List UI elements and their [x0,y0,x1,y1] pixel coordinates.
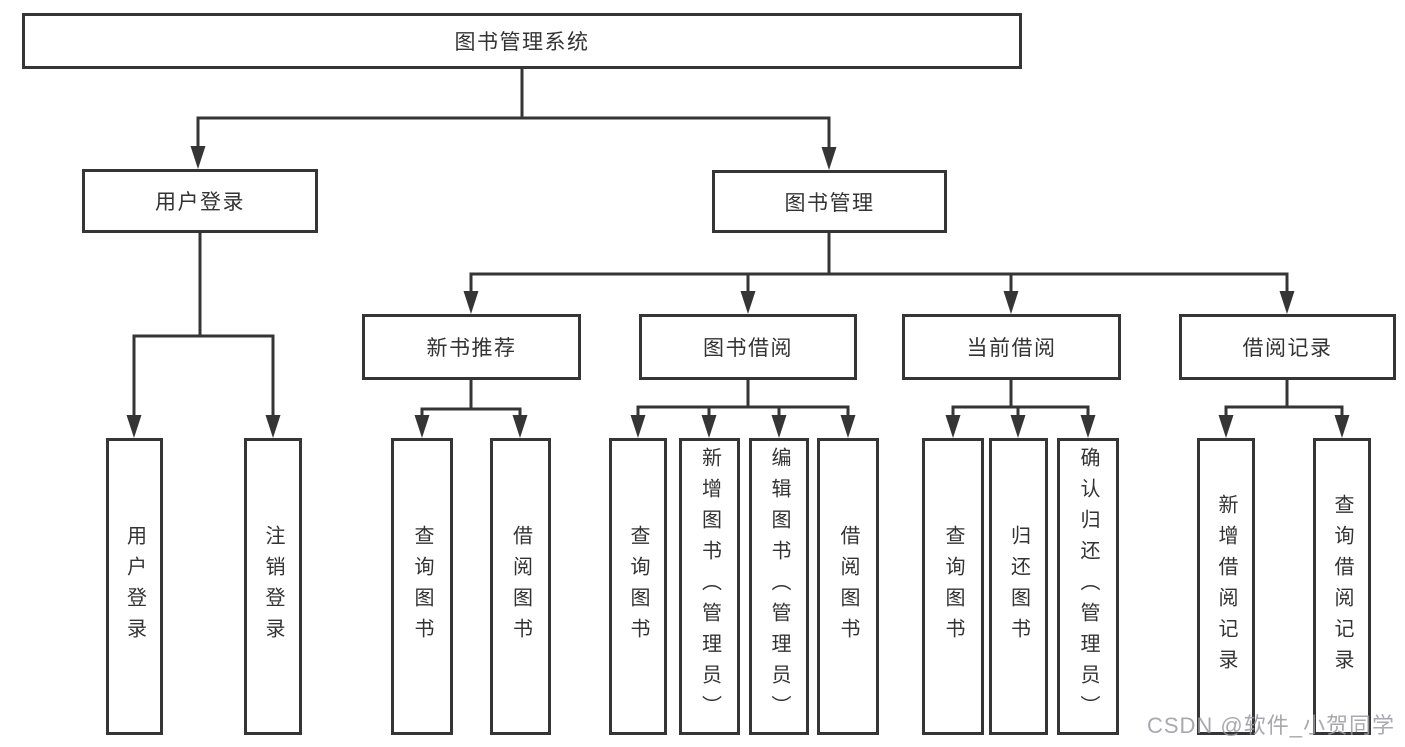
leaf-query-book-newrec-label: 查询图书 [411,524,433,649]
leaf-query-borrow-record: 查询借阅记录 [1313,438,1371,735]
node-user-login-label: 用户登录 [155,191,245,214]
node-book-borrow-label: 图书借阅 [703,337,793,360]
leaf-query-book-newrec: 查询图书 [391,438,453,735]
leaf-confirm-return-admin-label: 确认归还（管理员） [1077,447,1099,726]
leaf-user-login: 用户登录 [106,438,163,735]
leaf-logout-login-label: 注销登录 [262,524,284,649]
leaf-confirm-return-admin: 确认归还（管理员） [1057,438,1119,735]
leaf-edit-book-admin: 编辑图书（管理员） [749,438,809,735]
leaf-borrow-book-newrec-label: 借阅图书 [509,524,532,649]
leaf-add-borrow-record: 新增借阅记录 [1197,438,1255,735]
leaf-return-book: 归还图书 [989,438,1048,735]
watermark: CSDN @软件_小贺同学 [1146,713,1395,738]
node-borrow-record-label: 借阅记录 [1242,337,1333,360]
node-current-borrow-label: 当前借阅 [966,337,1057,360]
leaf-add-book-admin: 新增图书（管理员） [679,438,740,735]
leaf-query-book-borrow-label: 查询图书 [627,524,649,649]
leaf-borrow-book-newrec: 借阅图书 [490,438,551,735]
node-root-label: 图书管理系统 [454,31,590,54]
node-new-book-rec-label: 新书推荐 [426,337,517,360]
leaf-query-book-borrow: 查询图书 [609,438,667,735]
leaf-add-borrow-record-label: 新增借阅记录 [1215,493,1237,680]
leaf-user-login-label: 用户登录 [123,524,146,649]
leaf-query-borrow-record-label: 查询借阅记录 [1331,493,1353,680]
node-current-borrow: 当前借阅 [902,314,1121,380]
node-root: 图书管理系统 [22,13,1022,69]
leaf-edit-book-admin-label: 编辑图书（管理员） [768,447,790,726]
leaf-query-book-current-label: 查询图书 [942,524,964,649]
leaf-logout-login: 注销登录 [244,438,302,735]
leaf-return-book-label: 归还图书 [1007,524,1030,649]
node-new-book-rec: 新书推荐 [362,314,581,380]
node-book-mgmt-label: 图书管理 [784,191,875,215]
leaf-add-book-admin-label: 新增图书（管理员） [698,447,721,726]
leaf-borrow-book-label: 借阅图书 [837,524,859,649]
node-borrow-record: 借阅记录 [1179,314,1396,380]
node-book-mgmt: 图书管理 [712,170,947,233]
node-book-borrow: 图书借阅 [639,314,857,380]
node-user-login: 用户登录 [82,169,318,233]
leaf-query-book-current: 查询图书 [922,438,984,735]
leaf-borrow-book: 借阅图书 [817,438,879,735]
